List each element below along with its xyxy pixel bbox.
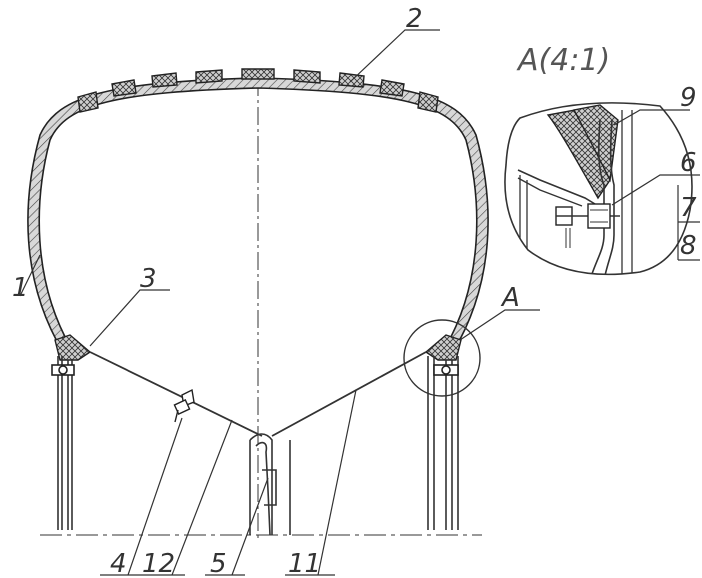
label-12: 12	[142, 549, 175, 578]
label-7: 7	[680, 193, 697, 223]
label-1: 1	[12, 273, 29, 303]
label-6: 6	[680, 148, 697, 178]
label-3: 3	[140, 264, 157, 294]
callout-letter-a: A	[500, 283, 520, 313]
detail-circle-a	[403, 319, 481, 397]
detail-title: A(4:1)	[516, 43, 610, 78]
left-bead	[54, 334, 92, 361]
left-rim-column	[51, 356, 75, 530]
label-2: 2	[406, 4, 423, 34]
membrane-left	[89, 351, 263, 437]
detail-view	[504, 102, 693, 276]
label-9: 9	[680, 83, 697, 113]
label-11: 11	[288, 549, 321, 578]
label-5: 5	[210, 549, 227, 578]
central-hub	[249, 433, 291, 536]
leader-lines	[19, 29, 700, 576]
tread-blocks	[77, 68, 439, 113]
label-4: 4	[110, 549, 127, 578]
right-rim-column	[427, 356, 459, 530]
membrane-right	[271, 351, 427, 437]
label-8: 8	[680, 231, 697, 261]
right-bead	[424, 334, 462, 361]
valve	[173, 388, 195, 423]
